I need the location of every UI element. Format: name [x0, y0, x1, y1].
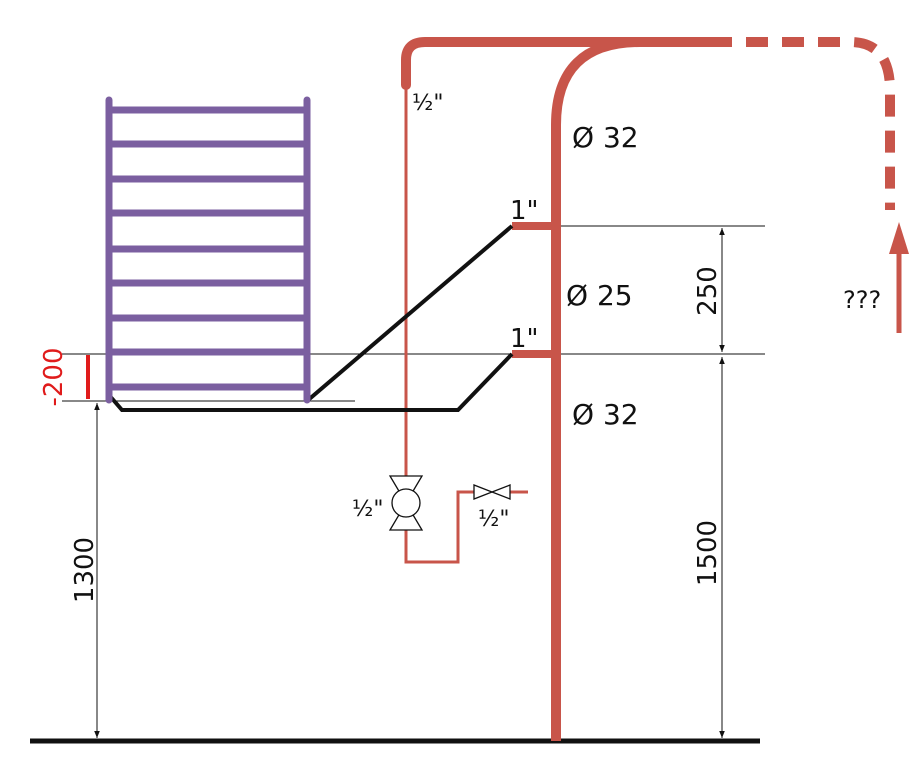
- planned-pipe-dashed: [710, 37, 895, 210]
- upper-radiator-connection: [305, 224, 514, 403]
- lower-radiator-connection: [107, 352, 514, 412]
- ball-valve-icon: [388, 475, 424, 531]
- dimension-1300-label: 1300: [70, 537, 100, 603]
- inch-upper-label: 1": [510, 196, 539, 226]
- unknown-flow-label: ???: [843, 286, 881, 314]
- dimension-1500-label: 1500: [693, 520, 723, 586]
- dimension-250-label: 250: [693, 266, 723, 316]
- up-arrow-icon: [889, 222, 909, 254]
- diameter-top-label: Ø 32: [572, 121, 639, 154]
- inch-lower-label: 1": [510, 324, 539, 354]
- top-supply-pipe: [401, 37, 715, 90]
- valve-left-label: ½": [352, 497, 383, 522]
- half-inch-top-label: ½": [412, 91, 443, 116]
- small-valve-icon: [473, 484, 511, 500]
- diameter-bottom-label: Ø 32: [572, 398, 639, 431]
- valve-right-label: ½": [478, 507, 509, 532]
- diameter-middle-label: Ø 25: [566, 279, 633, 312]
- towel-radiator: [105, 96, 311, 404]
- offset-label: -200: [39, 347, 69, 406]
